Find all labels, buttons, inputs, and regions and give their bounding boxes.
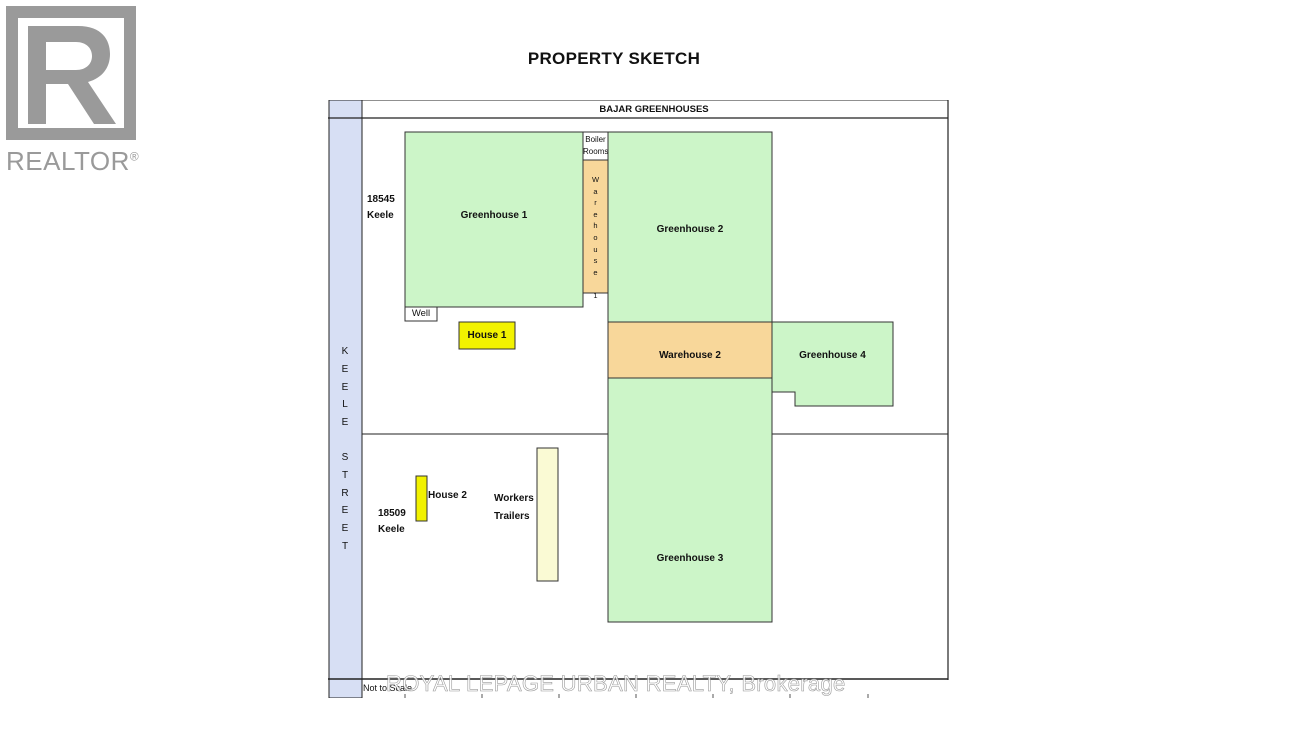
warehouse-1-letter: s	[593, 256, 598, 266]
greenhouse-3-label: Greenhouse 3	[656, 553, 724, 564]
greenhouse-1-label: Greenhouse 1	[460, 210, 528, 221]
street-letter: E	[341, 523, 349, 535]
well	[404, 306, 438, 322]
realtor-wordmark: REALTOR®	[6, 146, 140, 176]
scale-ticks	[404, 694, 869, 698]
warehouse-1-letter: a	[593, 186, 598, 196]
realtor-r-icon	[6, 6, 136, 140]
street-letter: E	[341, 363, 349, 375]
greenhouse-2	[607, 131, 773, 323]
greenhouse-2-label: Greenhouse 2	[656, 224, 724, 235]
warehouse-1-letter: e	[593, 209, 598, 219]
warehouse-1	[582, 159, 609, 294]
warehouse-1-letter: r	[594, 198, 597, 208]
address-south: 18509 Keele	[378, 508, 406, 535]
street-letter: K	[341, 346, 349, 357]
greenhouse-4	[771, 321, 894, 407]
brokerage-watermark: ROYAL LEPAGE URBAN REALTY, Brokerage	[386, 671, 846, 697]
property-sketch	[328, 100, 949, 698]
warehouse-1-letter: 1	[593, 291, 598, 301]
street-letter: E	[341, 417, 349, 429]
street-letter: T	[341, 469, 349, 481]
street-letter: E	[341, 381, 349, 393]
well-label: Well	[411, 308, 431, 319]
greenhouse-1	[404, 131, 584, 308]
warehouse-1-letter: e	[593, 267, 598, 277]
neighbor-label: BAJAR GREENHOUSES	[599, 104, 709, 115]
warehouse-2	[607, 321, 773, 379]
house-1	[458, 321, 516, 350]
street-letter: L	[342, 399, 348, 411]
warehouse-2-label: Warehouse 2	[659, 350, 721, 361]
greenhouse-3	[607, 377, 773, 623]
warehouse-1-letter: W	[591, 175, 600, 184]
warehouse-1-letter: u	[593, 244, 598, 254]
workers-trailers-label: Workers Trailers	[494, 493, 534, 522]
street-letter: T	[341, 540, 349, 552]
house-2	[415, 475, 428, 522]
street-letter: R	[341, 487, 349, 499]
street-letter: E	[341, 505, 349, 517]
warehouse-1-letter: o	[593, 232, 598, 242]
warehouse-1-letter: h	[593, 221, 598, 231]
boiler-rooms-label: Boiler Rooms	[583, 135, 609, 156]
workers-trailers	[536, 447, 559, 582]
address-north: 18545 Keele	[367, 194, 395, 221]
realtor-logo: REALTOR®	[6, 6, 148, 176]
street-letter: S	[341, 451, 349, 463]
page-title: PROPERTY SKETCH	[527, 49, 701, 68]
house-1-label: House 1	[467, 330, 507, 341]
scale-note: Not to Scale	[363, 683, 413, 693]
greenhouse-4-label: Greenhouse 4	[799, 350, 866, 361]
house-2-label: House 2	[428, 490, 467, 501]
keele-street-strip	[328, 100, 363, 698]
